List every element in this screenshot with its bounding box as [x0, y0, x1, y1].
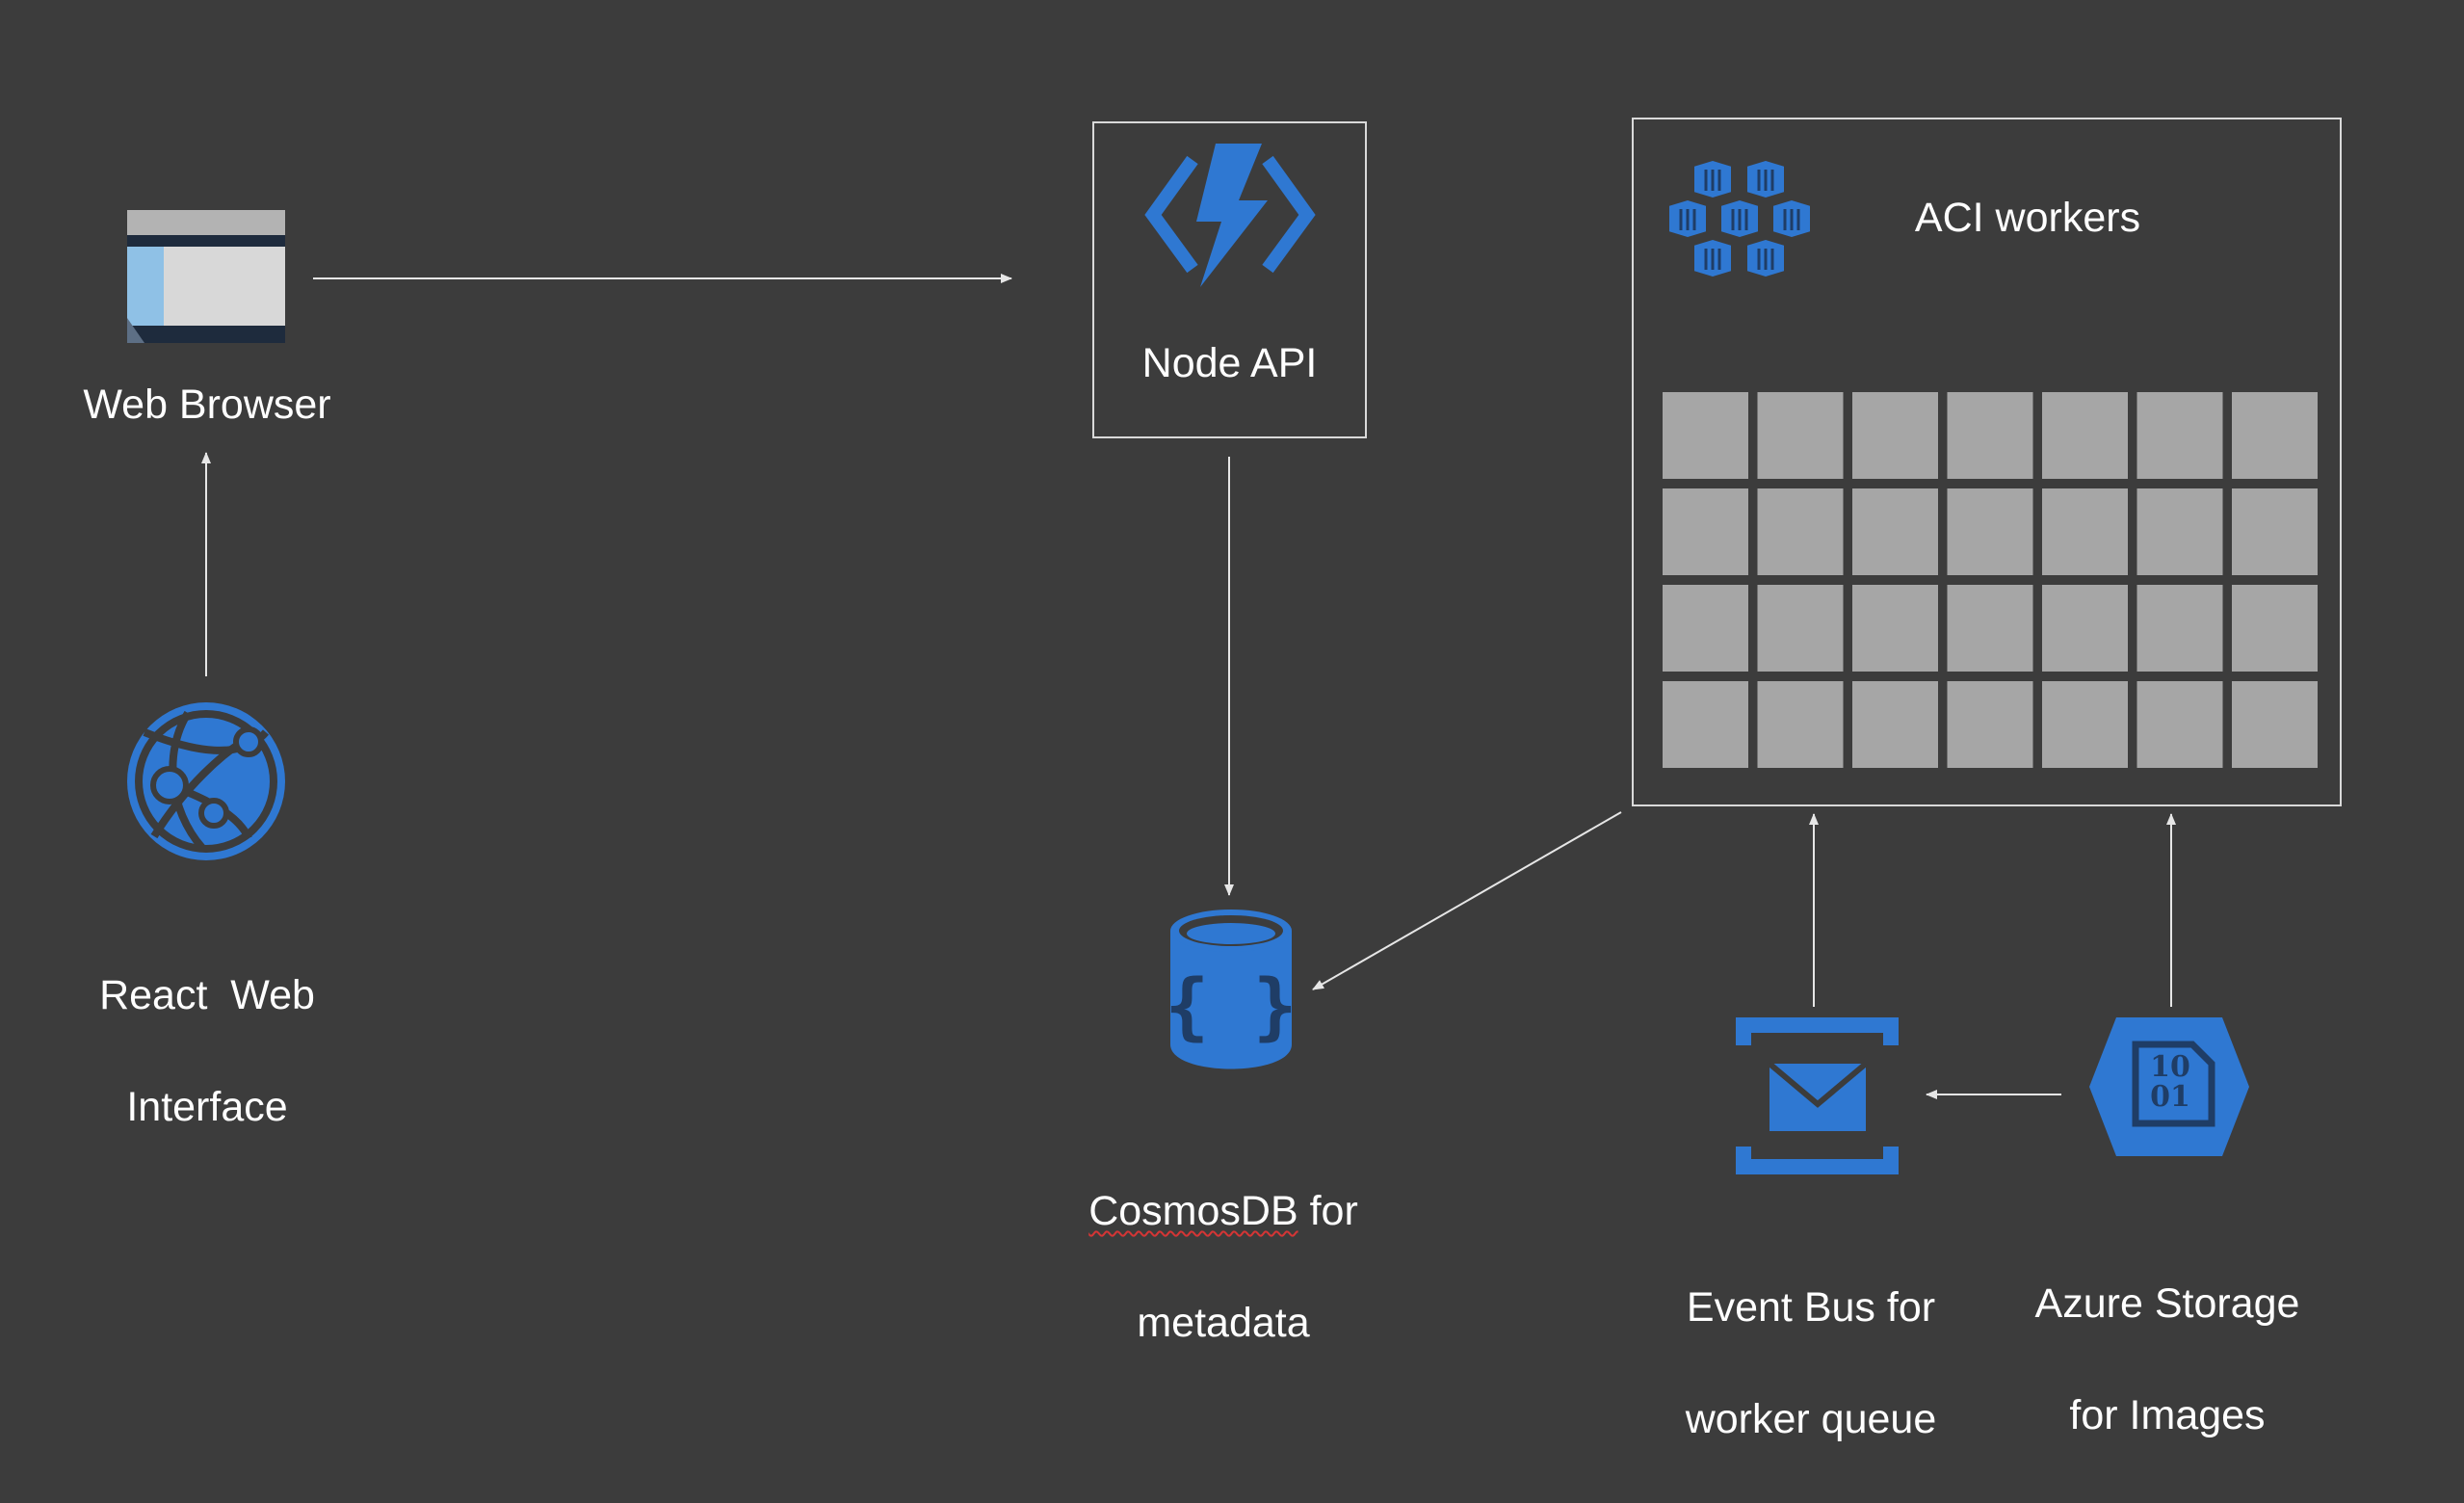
azure-storage-icon-bits: 10 01 [2140, 1052, 2200, 1112]
worker-cell [2042, 392, 2128, 479]
azure-functions-icon [1144, 144, 1316, 287]
worker-cell [2232, 392, 2318, 479]
storage-bits-line2: 01 [2150, 1080, 2190, 1114]
worker-cell [2232, 585, 2318, 672]
azure-storage-icon [2089, 1017, 2249, 1156]
worker-grid [1663, 392, 2318, 768]
cosmosdb-label-word: CosmosDB [1088, 1188, 1298, 1234]
web-app-globe-icon [127, 702, 285, 860]
cosmosdb-label-rest: for [1298, 1188, 1358, 1234]
worker-cell [1947, 681, 2033, 768]
worker-cell [1947, 392, 2033, 479]
event-bus-label-line1: Event Bus for [1686, 1284, 1936, 1331]
worker-cell [2042, 488, 2128, 575]
worker-cell [2136, 392, 2223, 479]
worker-cell [1757, 488, 1844, 575]
worker-cell [1852, 681, 1938, 768]
container-instances-icon [1669, 161, 1810, 277]
worker-cell [2136, 585, 2223, 672]
worker-cell [1757, 392, 1844, 479]
worker-cell [2136, 681, 2223, 768]
event-bus-label-line2: worker queue [1685, 1396, 1937, 1442]
worker-cell [1757, 681, 1844, 768]
azure-storage-label-line2: for Images [2069, 1392, 2266, 1438]
node-api-box [1092, 121, 1367, 438]
azure-storage-label-line1: Azure Storage [2034, 1280, 2300, 1327]
worker-cell [1852, 392, 1938, 479]
react-web-interface-label-line1: React Web [99, 972, 315, 1018]
cosmosdb-label: CosmosDB for metadata [1040, 1127, 1406, 1407]
architecture-diagram: { } Web Browser React Web Interface Node… [58, 118, 2342, 1442]
react-web-interface-label-line2: Interface [126, 1084, 288, 1130]
aci-workers-box [1632, 118, 2342, 806]
cosmosdb-label-line2: metadata [1137, 1300, 1310, 1346]
worker-cell [1663, 585, 1748, 672]
worker-cell [2042, 585, 2128, 672]
web-browser-label: Web Browser [83, 382, 331, 428]
worker-cell [1663, 488, 1748, 575]
worker-cell [1663, 681, 1748, 768]
worker-cell [1852, 585, 1938, 672]
worker-cell [2232, 681, 2318, 768]
storage-bits-line1: 10 [2150, 1050, 2190, 1084]
aci-workers-label: ACI workers [1914, 195, 2141, 241]
worker-cell [1757, 585, 1844, 672]
event-bus-label: Event Bus for worker queue [1638, 1224, 1984, 1503]
node-api-label: Node API [1141, 340, 1318, 386]
worker-cell [1947, 585, 2033, 672]
cosmosdb-label-line1: CosmosDB for [1040, 1183, 1406, 1239]
worker-cell [1663, 392, 1748, 479]
event-bus-icon [1736, 1017, 1899, 1174]
diagram-graphics: { } [127, 118, 2342, 1174]
react-web-interface-label: React Web Interface [58, 911, 356, 1191]
svg-text:{ }: { } [1165, 962, 1297, 1048]
worker-cell [1947, 488, 2033, 575]
edge-aci-to-cosmosdb [1312, 811, 1622, 990]
worker-cell [2232, 488, 2318, 575]
browser-window-icon [127, 210, 285, 343]
worker-cell [1852, 488, 1938, 575]
cosmosdb-database-icon: { } [1165, 910, 1298, 1069]
azure-storage-label: Azure Storage for Images [1994, 1220, 2341, 1499]
worker-cell [2136, 488, 2223, 575]
worker-cell [2042, 681, 2128, 768]
